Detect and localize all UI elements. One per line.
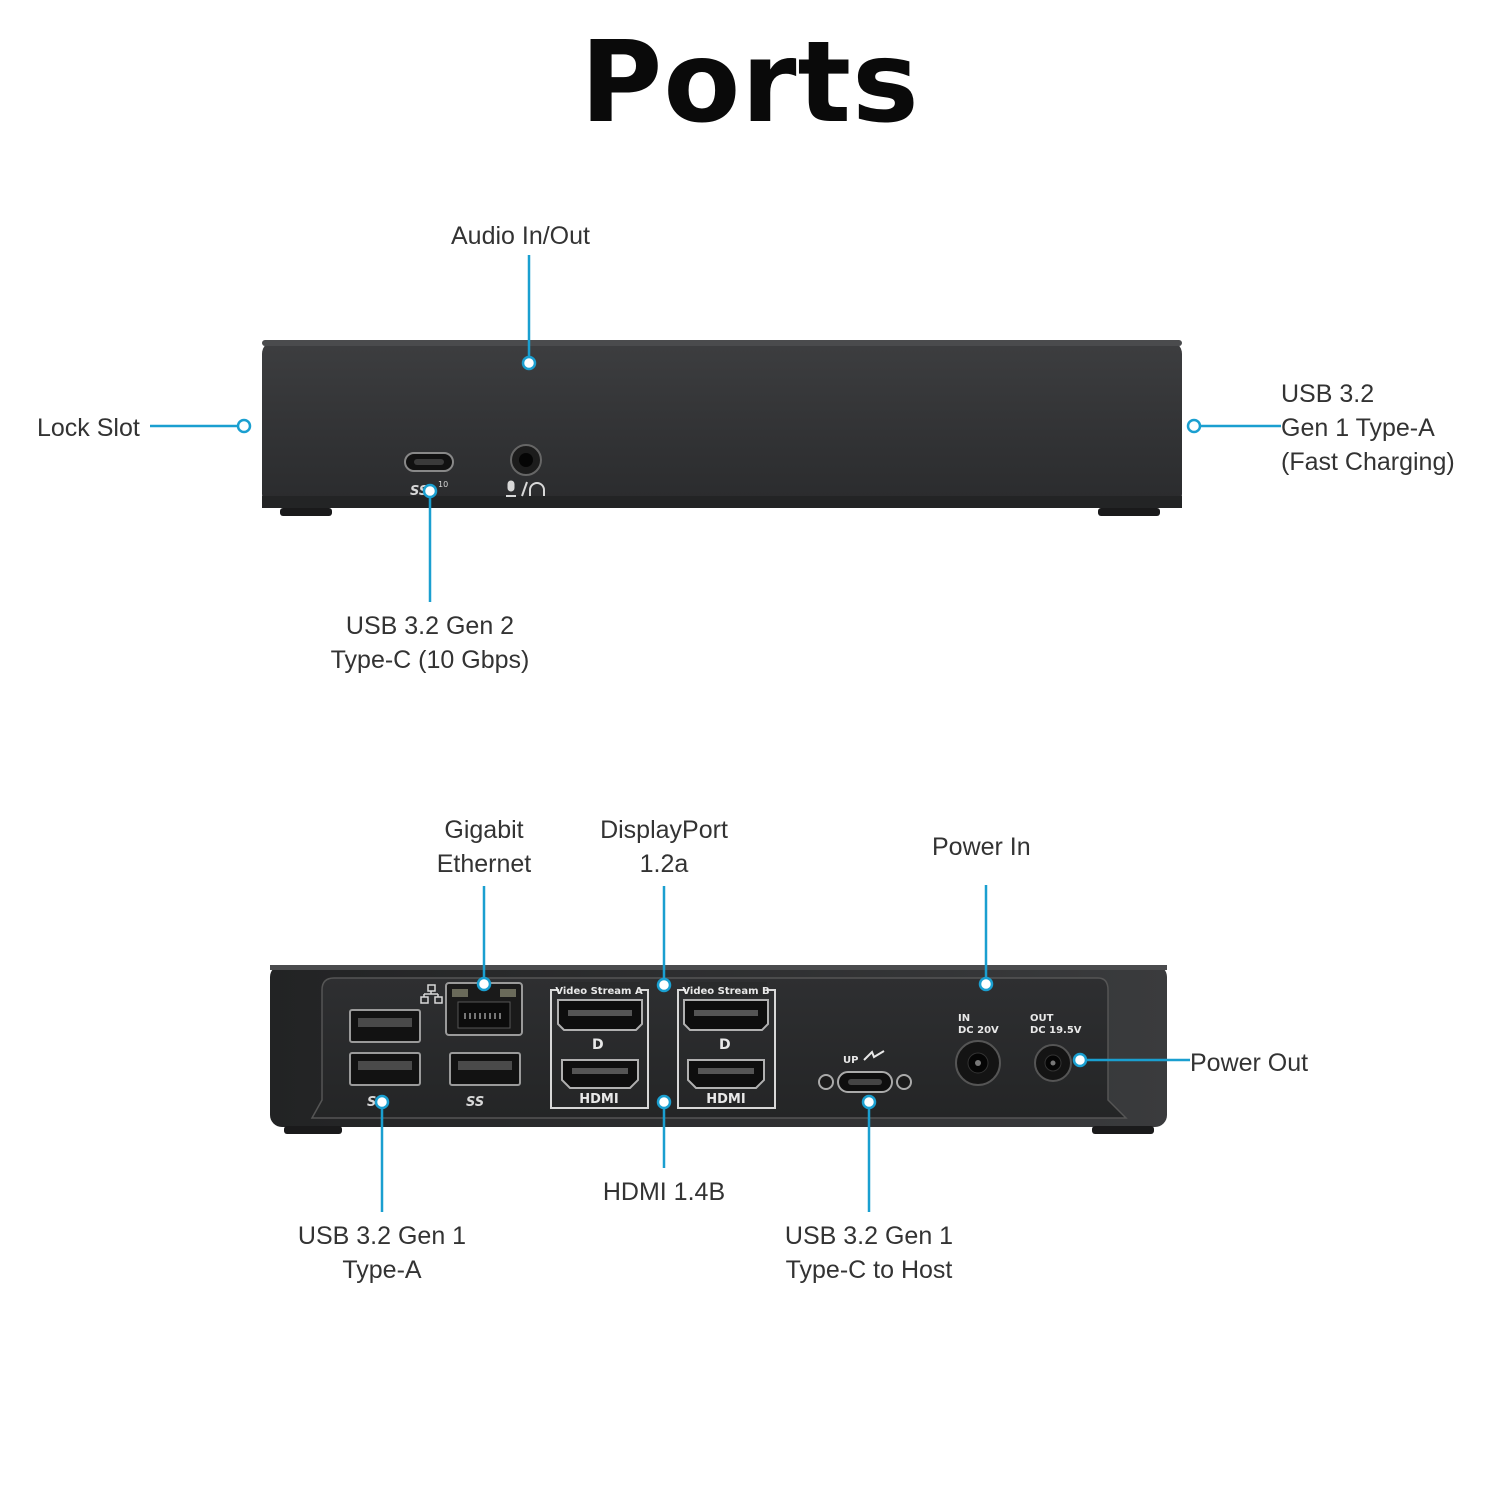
hdmi-callout-dot — [656, 1094, 672, 1110]
svg-text:DC 20V: DC 20V — [958, 1025, 999, 1036]
lock-callout-dot — [236, 418, 252, 434]
hdmi-logo-a: HDMI — [579, 1092, 618, 1107]
label-displayport: DisplayPort 1.2a — [600, 816, 728, 878]
page-title: Ports — [580, 18, 920, 148]
dc-out-port: OUT DC 19.5V — [1030, 1013, 1082, 1082]
svg-text:DC 19.5V: DC 19.5V — [1030, 1025, 1082, 1036]
front-dock: SS 10 — [262, 340, 1182, 516]
dp-logo-icon: D — [592, 1037, 604, 1053]
usb-c-host-port: UP — [818, 1050, 912, 1093]
label-gigabit-ethernet: Gigabit Ethernet — [436, 816, 532, 878]
video-stream-b-group: Video Stream B D HDMI — [677, 982, 776, 1109]
rear-dock: SS SS Video Stream A D — [270, 965, 1167, 1134]
usb-c-host-callout-dot — [861, 1094, 877, 1110]
usb-a-callout-dot — [374, 1094, 390, 1110]
rear-callouts — [374, 885, 1190, 1212]
network-icon — [420, 984, 443, 1004]
video-stream-a-group: Video Stream A D HDMI — [550, 982, 649, 1109]
label-lock-slot: Lock Slot — [37, 414, 140, 442]
ethernet-callout-dot — [476, 976, 492, 992]
label-power-in: Power In — [932, 833, 1031, 861]
power-in-callout-dot — [978, 976, 994, 992]
svg-text:Video Stream A: Video Stream A — [555, 986, 643, 997]
audio-callout-dot — [521, 355, 537, 371]
thunderbolt-icon — [863, 1050, 885, 1061]
front-dock-body — [262, 340, 1182, 508]
label-usb-a-rear: USB 3.2 Gen 1 Type-A — [297, 1222, 467, 1284]
dp-logo-icon: D — [719, 1037, 731, 1053]
front-callouts — [150, 255, 1281, 602]
displayport-callout-dot — [656, 977, 672, 993]
svg-text:10: 10 — [438, 480, 448, 489]
hdmi-logo-b: HDMI — [706, 1092, 745, 1107]
label-audio-in-out: Audio In/Out — [451, 222, 590, 250]
svg-text:Video Stream B: Video Stream B — [682, 986, 769, 997]
svg-text:OUT: OUT — [1030, 1013, 1054, 1024]
label-power-out: Power Out — [1190, 1049, 1309, 1077]
mic-headset-icon — [506, 480, 545, 497]
front-foot-left — [280, 508, 332, 516]
dc-in-port: IN DC 20V — [955, 1013, 1001, 1086]
rear-usb-a-port-right — [449, 1052, 521, 1086]
power-out-callout-dot — [1072, 1052, 1088, 1068]
usb-a-fast-callout-dot — [1186, 418, 1202, 434]
rear-usb-a-ports-left — [349, 1009, 421, 1086]
ss-logo-rear-right: SS — [466, 1095, 484, 1110]
ethernet-port — [445, 982, 523, 1036]
svg-text:IN: IN — [958, 1013, 970, 1024]
label-usb-c-host: USB 3.2 Gen 1 Type-C to Host — [784, 1222, 954, 1284]
label-usb-c-front: USB 3.2 Gen 2 Type-C (10 Gbps) — [330, 612, 530, 674]
audio-jack — [506, 444, 545, 497]
front-foot-right — [1098, 508, 1160, 516]
usb-c-front-callout-dot — [422, 483, 438, 499]
svg-text:UP: UP — [843, 1055, 858, 1066]
label-hdmi: HDMI 1.4B — [602, 1178, 726, 1206]
label-usb-a-fast-charging: USB 3.2 Gen 1 Type-A (Fast Charging) — [1281, 380, 1455, 476]
